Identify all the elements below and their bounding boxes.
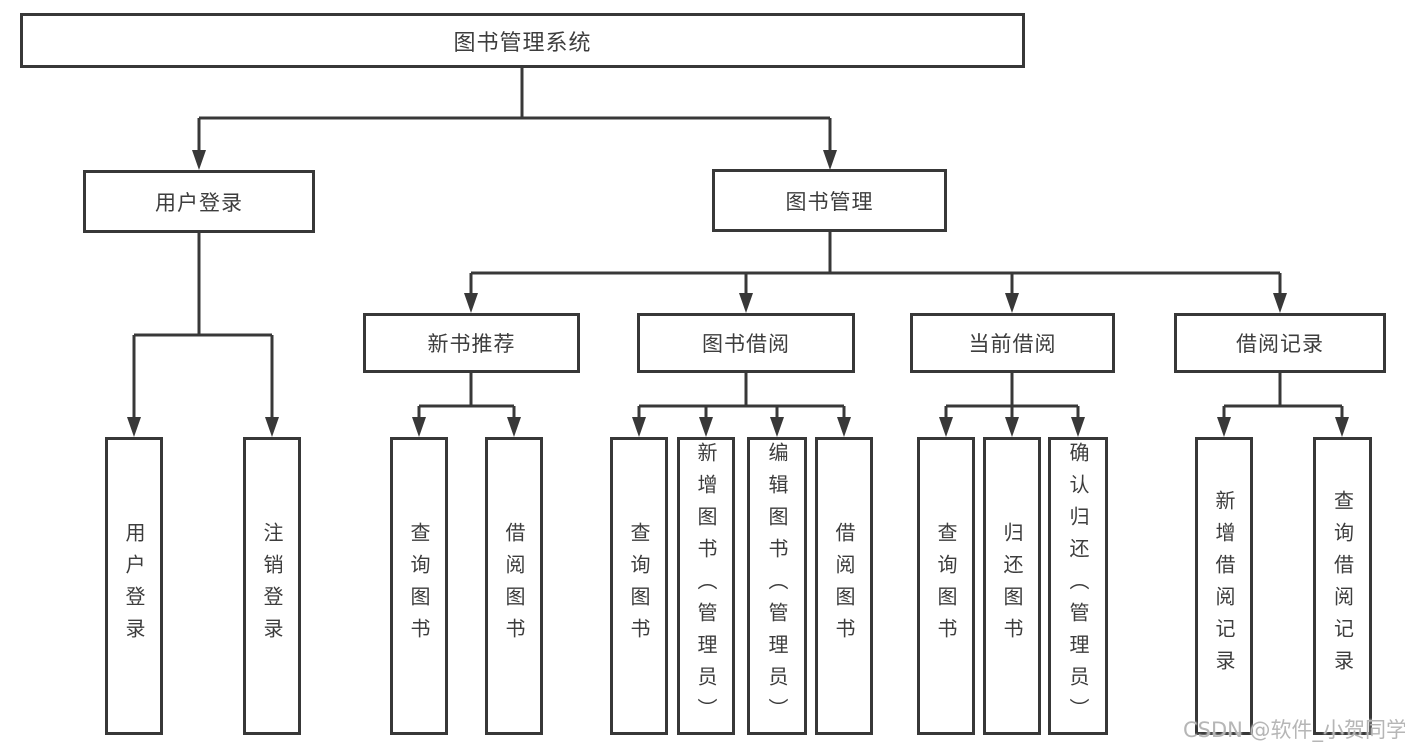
arrowhead-icon <box>1071 417 1085 437</box>
node-label: 查询借阅记录 <box>1330 490 1355 682</box>
node-br-add-record: 新增借阅记录 <box>1195 437 1253 735</box>
arrowhead-icon <box>1005 417 1019 437</box>
arrowhead-icon <box>127 417 141 437</box>
arrowhead-icon <box>699 417 713 437</box>
node-label: 归还图书 <box>1000 522 1024 650</box>
arrowhead-icon <box>265 417 279 437</box>
node-label: 编辑图书（管理员） <box>765 442 789 730</box>
arrowhead-icon <box>939 417 953 437</box>
node-label: 图书管理 <box>785 189 874 214</box>
node-label: 新书推荐 <box>427 332 516 356</box>
arrowhead-icon <box>1005 293 1019 313</box>
node-book-borrow: 图书借阅 <box>637 313 855 373</box>
node-root: 图书管理系统 <box>20 13 1025 68</box>
node-label: 查询图书 <box>934 522 958 650</box>
arrowhead-icon <box>632 417 646 437</box>
node-label: 当前借阅 <box>968 332 1057 356</box>
node-nb-query-books: 查询图书 <box>390 437 448 735</box>
node-bb-add-books-admin: 新增图书（管理员） <box>677 437 735 735</box>
node-label: 确认归还（管理员） <box>1066 442 1090 730</box>
node-label: 注销登录 <box>260 522 284 650</box>
node-book-management: 图书管理 <box>712 169 947 232</box>
arrowhead-icon <box>1273 293 1287 313</box>
node-br-query-record: 查询借阅记录 <box>1313 437 1372 735</box>
arrowhead-icon <box>770 417 784 437</box>
node-bb-query-books: 查询图书 <box>610 437 668 735</box>
node-label: 用户登录 <box>122 522 146 650</box>
node-label: 新增借阅记录 <box>1212 490 1236 682</box>
node-cb-return-books: 归还图书 <box>983 437 1041 735</box>
node-label: 用户登录 <box>155 190 243 215</box>
node-bb-borrow-books: 借阅图书 <box>815 437 873 735</box>
node-new-book-recommend: 新书推荐 <box>363 313 580 373</box>
node-label: 图书借阅 <box>702 332 790 356</box>
node-leaf-logout: 注销登录 <box>243 437 301 735</box>
node-current-borrow: 当前借阅 <box>910 313 1115 373</box>
node-label: 新增图书（管理员） <box>694 442 718 730</box>
node-cb-query-books: 查询图书 <box>917 437 975 735</box>
node-borrow-records: 借阅记录 <box>1174 313 1386 373</box>
arrowhead-icon <box>1217 417 1231 437</box>
node-nb-borrow-books: 借阅图书 <box>485 437 543 735</box>
node-user-login: 用户登录 <box>83 170 315 233</box>
node-label: 借阅图书 <box>832 522 856 650</box>
node-label: 图书管理系统 <box>453 30 592 56</box>
arrowhead-icon <box>464 293 478 313</box>
arrowhead-icon <box>1335 417 1349 437</box>
node-bb-edit-books-admin: 编辑图书（管理员） <box>747 437 807 735</box>
arrowhead-icon <box>739 293 753 313</box>
csdn-watermark: CSDN @软件_小贺同学 <box>1183 718 1405 742</box>
node-cb-confirm-return-admin: 确认归还（管理员） <box>1048 437 1108 735</box>
arrowhead-icon <box>412 417 426 437</box>
arrowhead-icon <box>823 150 837 170</box>
node-label: 查询图书 <box>627 522 651 650</box>
arrowhead-icon <box>837 417 851 437</box>
node-label: 查询图书 <box>407 522 431 650</box>
node-label: 借阅记录 <box>1236 332 1324 356</box>
arrowhead-icon <box>507 417 521 437</box>
arrowhead-icon <box>192 150 206 170</box>
node-label: 借阅图书 <box>502 522 526 650</box>
node-leaf-user-login: 用户登录 <box>105 437 163 735</box>
